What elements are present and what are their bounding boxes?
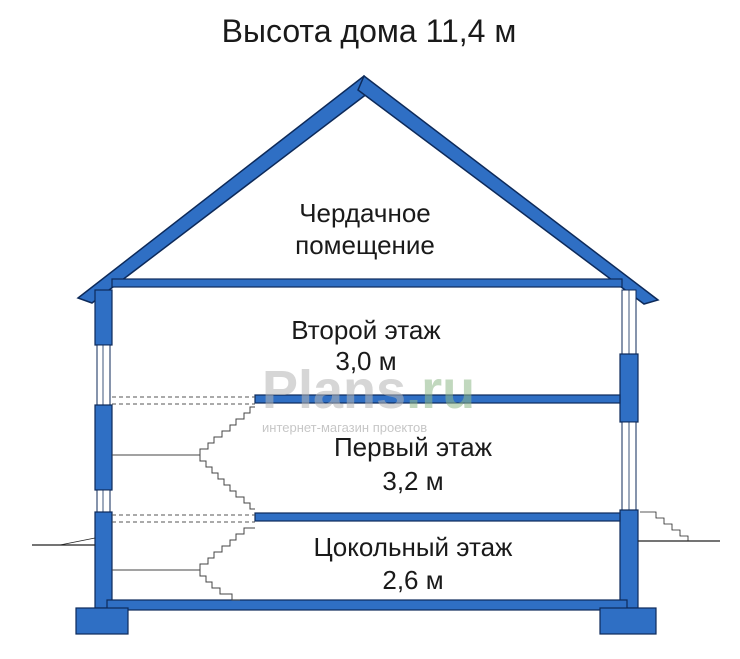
right-wall-segment (619, 353, 639, 423)
staircase (112, 406, 255, 601)
attic-label-line1: Чердачное (299, 198, 431, 228)
second-floor-height: 3,0 м (335, 346, 396, 376)
ground-lines (32, 511, 720, 546)
left-foundation (75, 607, 129, 635)
basement-name: Цокольный этаж (314, 532, 514, 562)
stair-flight-lower (112, 527, 255, 571)
right-foundation (599, 607, 657, 635)
left-window (96, 489, 111, 513)
basement-floor-slab (106, 599, 628, 611)
watermark-brand-name: Plans (262, 360, 406, 420)
second-floor-slab (254, 394, 621, 404)
first-floor-slab (254, 512, 621, 522)
left-wall-segment (94, 289, 113, 346)
attic-label-line2: помещение (295, 230, 435, 260)
stair-flight-upper (112, 406, 255, 456)
left-window (96, 344, 111, 406)
left-wall-segment (94, 404, 113, 491)
watermark-brand: Plans.ru (262, 360, 475, 420)
stair-flight-lower-bottom (199, 570, 240, 601)
stair-flight-upper-lower (199, 455, 255, 510)
left-wall (94, 289, 113, 609)
left-wall-segment (94, 511, 113, 609)
exterior-steps (640, 511, 689, 541)
first-floor-height: 3,2 м (382, 466, 443, 496)
right-wall-segment (619, 509, 639, 609)
watermark: Plans.ru интернет-магазин проектов (262, 360, 475, 435)
roof (76, 74, 660, 305)
watermark-brand-tld: .ru (406, 360, 475, 420)
watermark-tagline: интернет-магазин проектов (262, 420, 427, 435)
stairwell-dashed-lines (112, 396, 255, 523)
first-floor-name: Первый этаж (334, 432, 493, 462)
right-wall (619, 289, 639, 609)
attic-floor-slab (111, 278, 623, 288)
basement-height: 2,6 м (382, 565, 443, 595)
roof-left-slope (76, 74, 373, 304)
second-floor-name: Второй этаж (291, 315, 441, 345)
roof-right-slope (357, 74, 660, 305)
diagram-title: Высота дома 11,4 м (222, 13, 517, 49)
